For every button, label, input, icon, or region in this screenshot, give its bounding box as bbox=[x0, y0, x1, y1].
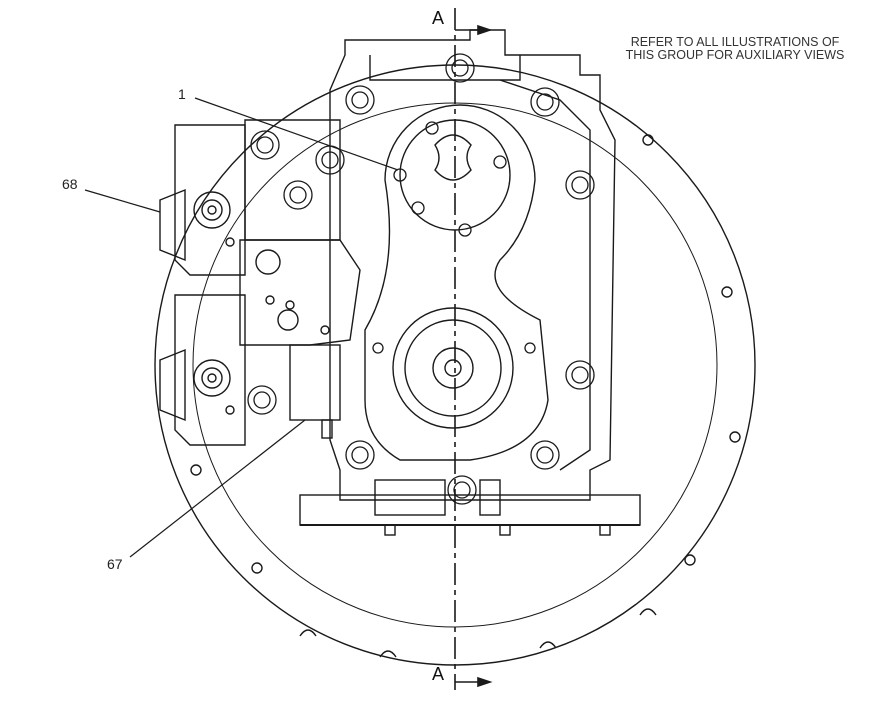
section-label-top: A bbox=[432, 8, 445, 28]
section-line bbox=[454, 8, 493, 690]
note-line-1: REFER TO ALL ILLUSTRATIONS OF bbox=[630, 35, 840, 49]
note-line-2: THIS GROUP FOR AUXILIARY VIEWS bbox=[625, 48, 845, 62]
leader-lines bbox=[84, 97, 399, 558]
callout-67: 67 bbox=[107, 556, 123, 572]
callout-1: 1 bbox=[178, 86, 186, 102]
callout-68: 68 bbox=[62, 176, 78, 192]
bolts bbox=[247, 53, 595, 505]
auxiliary-views-note: REFER TO ALL ILLUSTRATIONS OF THIS GROUP… bbox=[590, 36, 880, 62]
gear-cover bbox=[364, 104, 549, 461]
regulator-valves bbox=[159, 124, 246, 446]
section-label-bottom: A bbox=[432, 664, 445, 684]
